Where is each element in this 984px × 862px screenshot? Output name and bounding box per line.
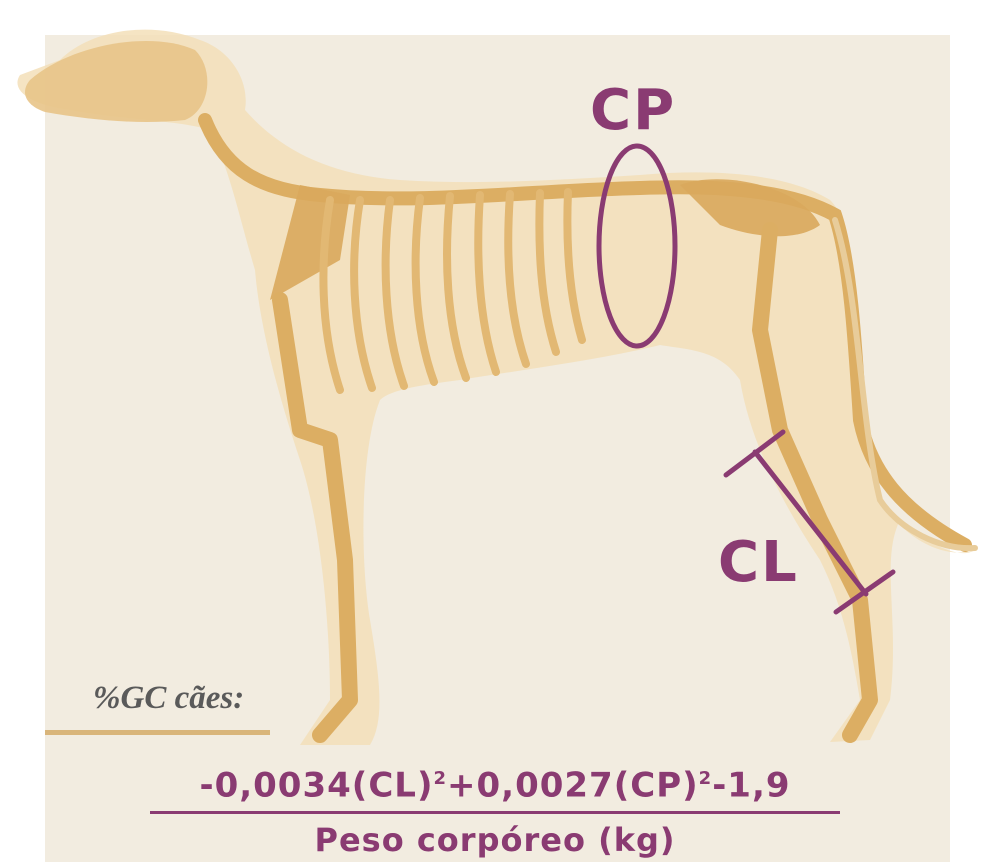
fraction-bar xyxy=(150,811,840,814)
body-fat-formula: -0,0034(CL)2+0,0027(CP)2-1,9 Peso corpór… xyxy=(150,757,840,860)
caption-underline xyxy=(45,730,270,735)
gc-caption-title: %GC cães: xyxy=(93,680,244,717)
numerator-constant: -1,9 xyxy=(712,765,790,805)
skull xyxy=(25,41,207,122)
numerator-term-cl: -0,0034(CL) xyxy=(199,765,433,805)
numerator-exponent-cl: 2 xyxy=(433,768,447,789)
dog-body-silhouette xyxy=(17,30,975,745)
cl-label: CL xyxy=(718,530,799,595)
numerator-term-cp: +0,0027(CP) xyxy=(447,765,699,805)
formula-numerator: -0,0034(CL)2+0,0027(CP)2-1,9 xyxy=(150,757,840,807)
cp-label: CP xyxy=(590,78,676,143)
numerator-exponent-cp: 2 xyxy=(699,768,713,789)
formula-denominator: Peso corpóreo (kg) xyxy=(150,820,840,860)
